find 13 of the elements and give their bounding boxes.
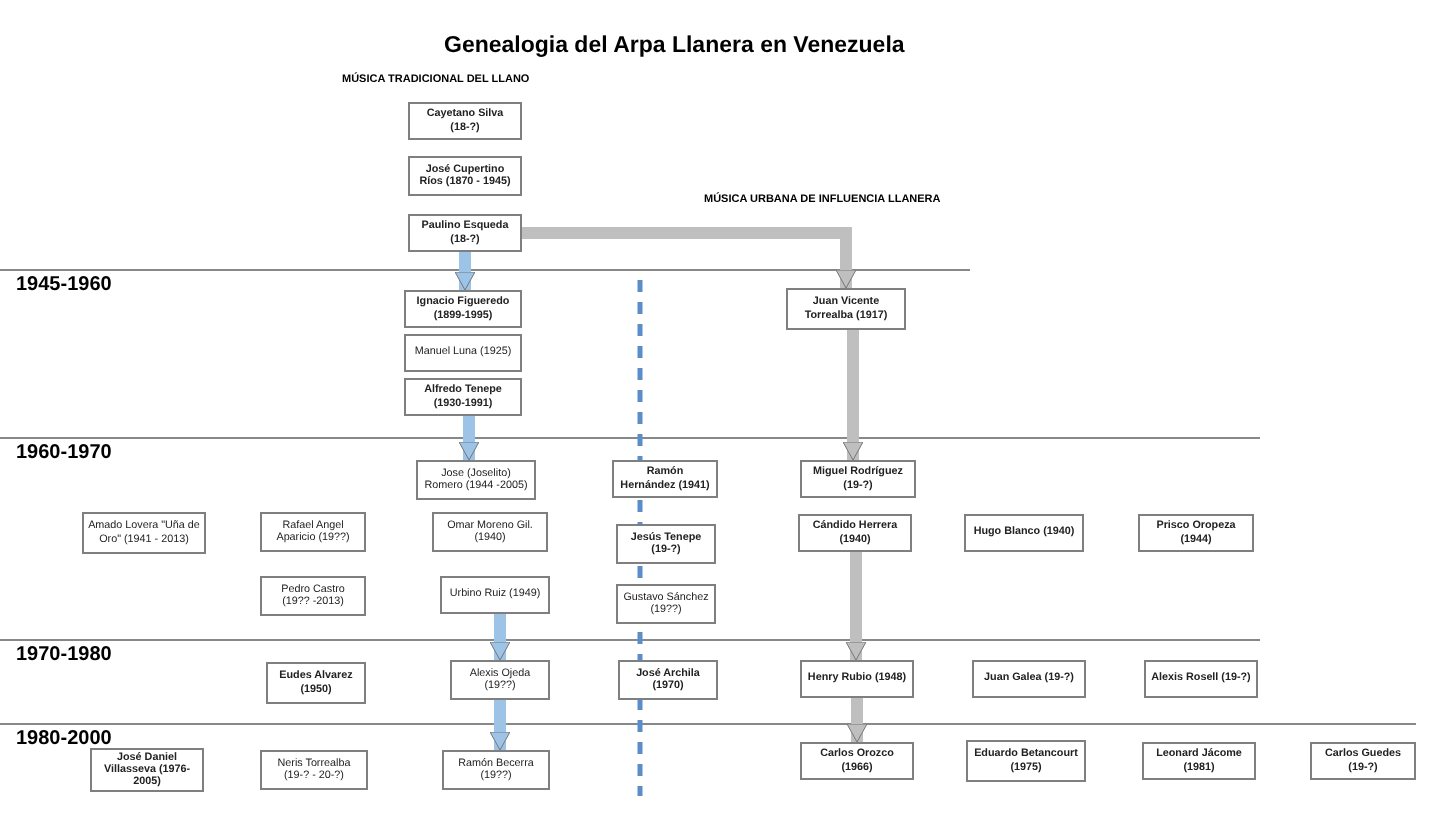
arrow xyxy=(846,698,868,743)
period-label: 1945-1960 xyxy=(16,274,112,296)
diagram-title: Genealogia del Arpa Llanera en Venezuela xyxy=(444,34,905,58)
arrow xyxy=(842,330,864,461)
period-label: 1980-2000 xyxy=(16,728,112,750)
period-label: 1970-1980 xyxy=(16,644,112,666)
arrow xyxy=(845,552,867,661)
arrow xyxy=(522,227,857,289)
arrow xyxy=(454,252,476,291)
arrow xyxy=(458,416,480,461)
arrow xyxy=(489,700,511,751)
period-label: 1960-1970 xyxy=(16,442,112,464)
arrow xyxy=(489,614,511,661)
